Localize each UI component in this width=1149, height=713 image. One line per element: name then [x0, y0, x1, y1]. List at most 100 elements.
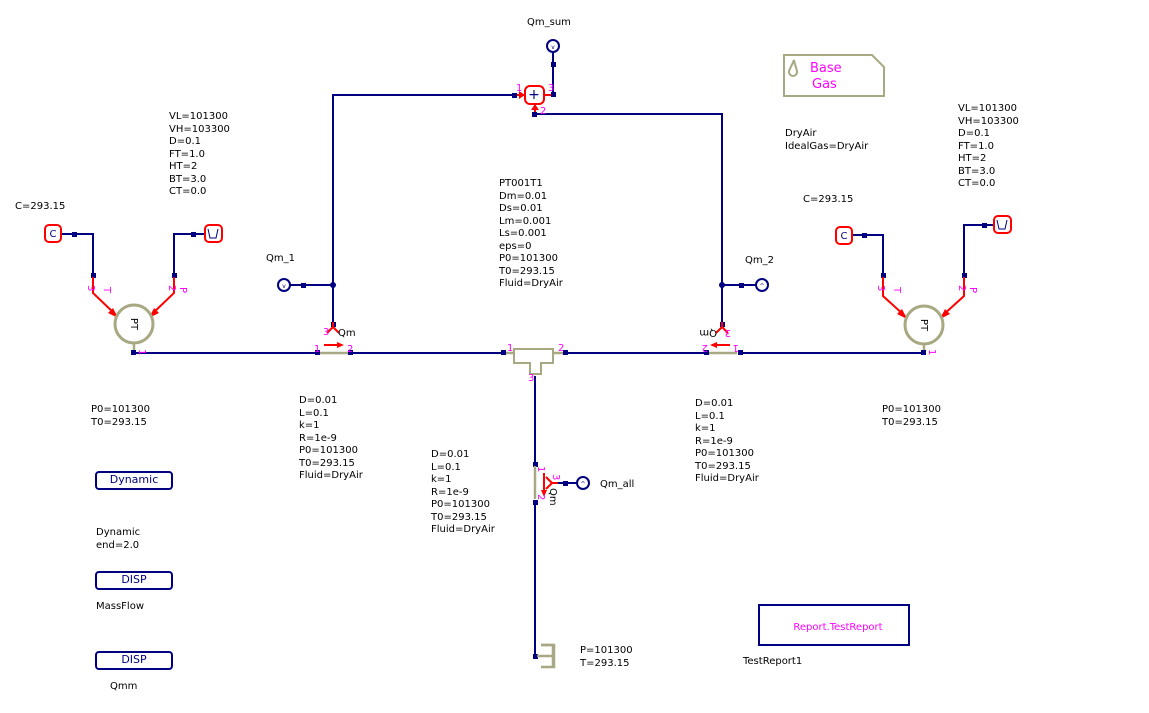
- base-gas-line2: Gas: [812, 77, 837, 92]
- qm-sum-label: Qm_sum: [527, 17, 571, 28]
- svg-text:2: 2: [535, 494, 546, 500]
- pt-left-label: PT: [128, 318, 139, 331]
- qm-sensor-right-icon: [715, 322, 729, 334]
- qm-all-display[interactable]: ^: [576, 476, 590, 490]
- svg-text:2: 2: [540, 106, 546, 117]
- qm-2-label: Qm_2: [745, 255, 774, 266]
- qm-all-label: Qm_all: [600, 479, 634, 490]
- disp-massflow-caption: MassFlow: [96, 601, 145, 612]
- pt-sensor-left[interactable]: PT 3 2 1 T P: [85, 277, 188, 355]
- params-const-left: C=293.15: [15, 201, 66, 212]
- gauge-qmall-icon: ^: [580, 481, 585, 488]
- pressure-source-right[interactable]: [993, 215, 1012, 234]
- wire-qm-right-to-sum[interactable]: [534, 113, 723, 326]
- pin-T-left: T: [101, 286, 112, 294]
- qm-right-label: Qm: [699, 327, 717, 338]
- const-block-right[interactable]: C: [835, 226, 853, 245]
- svg-text:2: 2: [347, 344, 353, 355]
- params-const-right: C=293.15: [803, 194, 854, 205]
- flow-arrow-left-icon: [337, 342, 344, 348]
- qm-2-display[interactable]: ^: [755, 278, 769, 292]
- arrow-T-right-icon: [897, 309, 907, 319]
- disp-qmm-caption: Qmm: [110, 681, 138, 692]
- const-left-icon: C: [50, 229, 57, 240]
- report-label: Report.TestReport: [793, 622, 882, 633]
- report-caption: TestReport1: [743, 656, 803, 667]
- qm-left-label: Qm: [338, 328, 356, 339]
- tank-left-icon: [207, 228, 219, 239]
- wire-const-left-to-T[interactable]: [60, 233, 94, 275]
- signal-T-left: [92, 277, 117, 316]
- report-block[interactable]: Report.TestReport: [758, 604, 910, 646]
- svg-text:2: 2: [702, 342, 708, 353]
- qm-1-display[interactable]: v: [277, 278, 291, 292]
- svg-text:1: 1: [314, 344, 320, 355]
- disp-massflow-block[interactable]: DISP: [95, 571, 173, 590]
- wire-const-right-to-T[interactable]: [853, 234, 884, 275]
- plus-icon: +: [528, 87, 540, 103]
- flow-arrow-bottom-icon: [541, 490, 547, 497]
- pressure-source-left[interactable]: [204, 224, 223, 243]
- pin-T-right: T: [891, 286, 902, 294]
- svg-text:3: 3: [875, 285, 886, 291]
- const-right-icon: C: [841, 231, 848, 242]
- wire-tank-right-to-P[interactable]: [963, 224, 994, 275]
- svg-text:1: 1: [516, 83, 522, 94]
- svg-text:3: 3: [548, 83, 554, 94]
- svg-text:3: 3: [85, 285, 96, 291]
- signal-T-right: [882, 277, 906, 317]
- flow-arrow-right-icon: [710, 342, 717, 348]
- droplet-icon: [787, 59, 799, 77]
- pin-P-right: P: [967, 287, 978, 293]
- dynamic-block[interactable]: Dynamic: [95, 471, 173, 490]
- svg-text:2: 2: [166, 285, 177, 291]
- qm-sensor-left-icon: [326, 322, 340, 334]
- pt-sensor-right[interactable]: PT 3 2 1 T P: [875, 277, 978, 355]
- tank-right-icon: [996, 219, 1008, 230]
- gauge-qmsum-icon: v: [551, 44, 555, 51]
- gauge-qm2-icon: ^: [759, 283, 764, 290]
- svg-text:1: 1: [136, 349, 147, 355]
- svg-text:3: 3: [528, 373, 534, 384]
- wires: [60, 51, 994, 656]
- pipe-right[interactable]: 3 Qm 1 2: [699, 322, 739, 355]
- signal-P-right: [941, 277, 965, 317]
- svg-text:3: 3: [550, 474, 561, 480]
- summation-block[interactable]: + 1 2 3: [516, 83, 554, 117]
- wire-qm-left-to-sum[interactable]: [332, 94, 514, 326]
- pressure-sink[interactable]: [537, 643, 556, 669]
- svg-text:1: 1: [733, 342, 739, 353]
- qm-1-label: Qm_1: [266, 253, 295, 264]
- disp-qmm-block[interactable]: DISP: [95, 651, 173, 670]
- base-gas-block[interactable]: Base Gas: [783, 54, 885, 97]
- gauge-qm1-icon: v: [282, 283, 286, 290]
- qm-sensor-bottom-icon: [545, 476, 558, 490]
- pin-P-left: P: [177, 287, 188, 293]
- tee-junction[interactable]: 1 2 3: [506, 343, 564, 384]
- svg-text:3: 3: [323, 327, 329, 338]
- pipe-left[interactable]: 3 Qm 1 2: [314, 322, 356, 355]
- qm-bottom-label: Qm: [547, 488, 558, 506]
- wire-tank-left-to-P[interactable]: [173, 233, 207, 275]
- pt-right-label: PT: [918, 319, 929, 332]
- pipe-bottom[interactable]: 1 2 3 Qm: [533, 466, 561, 506]
- qm-sum-display[interactable]: v: [546, 39, 560, 53]
- signal-P-left: [150, 277, 175, 316]
- svg-text:1: 1: [507, 343, 513, 354]
- svg-text:1: 1: [535, 466, 546, 472]
- svg-text:2: 2: [558, 343, 564, 354]
- const-block-left[interactable]: C: [44, 224, 62, 243]
- svg-text:3: 3: [725, 327, 731, 338]
- base-gas-line1: Base: [810, 61, 842, 76]
